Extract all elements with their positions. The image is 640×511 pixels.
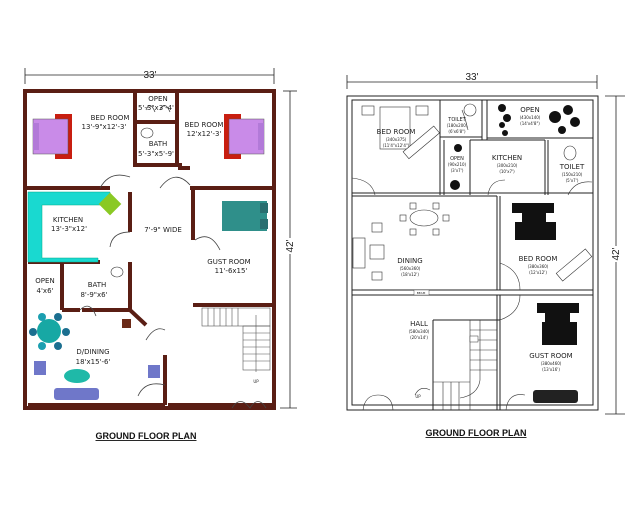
room-label-toilet-1: TOILET — [447, 117, 466, 123]
outer-wall — [346, 95, 599, 411]
width-dim-label: 33' — [465, 72, 478, 83]
room-label-toilet-2: TOILET — [559, 163, 585, 171]
room-label-bath: BATH — [88, 281, 107, 289]
room-size-gust-room: 11'-6x15' — [215, 267, 248, 275]
room-size-cm-open-top: (430x140) — [520, 115, 541, 120]
staircase — [201, 307, 271, 372]
room-label-open-small: OPEN — [35, 277, 54, 285]
sofa — [533, 390, 578, 403]
height-dim-label: 42' — [285, 239, 296, 252]
room-size-ft-toilet-2: (5'x7') — [566, 178, 579, 183]
room-label-hall: HALL — [410, 320, 428, 328]
bed-left — [32, 114, 72, 159]
left-floor-plan: 33' 42' — [23, 68, 297, 441]
room-size-ft-dining: (18'x12') — [401, 272, 419, 277]
doors — [351, 109, 593, 411]
room-size-dining: 18'x15'-6' — [76, 358, 111, 366]
room-size-ft-open-top: (14'x4'8") — [520, 121, 540, 126]
room-label-kitchen: KITCHEN — [492, 154, 522, 162]
room-size-cm-hall: (580x340) — [409, 329, 430, 334]
inner-walls — [27, 91, 272, 407]
room-size-cm-bed-room-2: (380x360) — [528, 264, 549, 269]
outer-wall-inner — [351, 99, 594, 406]
right-floor-plan: 33' 42' — [346, 72, 625, 438]
room-label-open-small: OPEN — [450, 156, 464, 162]
room-label-gust-room: GUST ROOM — [207, 258, 250, 266]
beam-label: BEAM — [417, 291, 426, 295]
room-label-bed-room-2: BED ROOM — [519, 255, 558, 263]
dining-table — [29, 313, 70, 350]
room-size-open-top: 5'-3"x3'-4' — [138, 104, 174, 112]
room-label-open-top: OPEN — [148, 95, 167, 103]
coffee-table — [64, 369, 90, 383]
room-size-bath: 8'-9"x6' — [80, 291, 107, 299]
column — [122, 319, 131, 328]
room-label-open-top: OPEN — [520, 106, 539, 114]
room-size-ft-toilet-1: (6'x6'8") — [448, 129, 466, 134]
sink-icon — [469, 335, 479, 343]
armchair — [148, 365, 160, 378]
kitchen-sink-icon — [98, 192, 122, 216]
room-label-dining: DINING — [397, 257, 422, 265]
height-dimension: 42' — [605, 95, 625, 415]
plan-title-right: GROUND FLOOR PLAN — [426, 428, 527, 438]
inner-walls — [352, 100, 593, 410]
room-label-bed-room-1: BED ROOM — [91, 114, 130, 122]
toilet-icon — [140, 127, 154, 139]
toilet-icon — [463, 103, 477, 117]
outer-wall — [23, 89, 276, 410]
room-label-bath-top: BATH — [149, 140, 168, 148]
sofa — [54, 388, 99, 400]
plan-title-left: GROUND FLOOR PLAN — [96, 431, 197, 441]
toilet-icon — [563, 145, 577, 161]
width-dimension: 33' — [24, 68, 275, 84]
width-dim-label: 33' — [143, 70, 156, 81]
dining-table — [352, 202, 450, 281]
toilet-icon — [110, 266, 124, 278]
room-size-cm-dining: (560x360) — [400, 266, 421, 271]
room-size-ft-bed-room-2: (12'x12') — [529, 270, 547, 275]
room-label-bed-room-1: BED ROOM — [377, 128, 416, 136]
room-size-cm-toilet-2: (150x210) — [562, 172, 583, 177]
doors — [79, 105, 267, 409]
height-dim-label: 42' — [611, 247, 622, 260]
room-size-bed-room-2: 12'x12'-3' — [187, 130, 222, 138]
staircase — [433, 320, 497, 410]
armchair — [34, 361, 46, 375]
room-size-kitchen: 13'-3"x12' — [51, 225, 87, 233]
bed-room-2-bed — [512, 203, 593, 282]
room-size-cm-kitchen: (300x210) — [497, 163, 518, 168]
bed-gust-room — [222, 201, 268, 231]
bed-room-1-bed — [361, 105, 440, 160]
room-size-ft-kitchen: (10'x7') — [499, 169, 515, 174]
width-dimension: 33' — [346, 72, 598, 89]
room-size-ft-hall: (20'x14') — [410, 335, 428, 340]
room-size-cm-gust-room: (380x460) — [541, 361, 562, 366]
bed-right — [224, 114, 265, 159]
room-size-ft-gust-room: (13'x16') — [542, 367, 560, 372]
stair-up-label: UP — [415, 394, 421, 399]
room-size-ft-bed-room-1: (11'4"x12'4") — [383, 143, 410, 148]
room-label-bed-room-2: BED ROOM — [185, 121, 224, 129]
room-size-cm-bed-room-1: (340x375) — [386, 137, 407, 142]
room-label-dining: D/DINING — [76, 348, 109, 356]
room-size-bed-room-1: 13'-9"x12'-3' — [82, 123, 127, 131]
plants — [450, 104, 580, 190]
room-size-bath-top: 5'-3"x5'-9' — [138, 150, 174, 158]
room-size-ft-open-small: (3'x7') — [451, 168, 464, 173]
room-size-cm-toilet-1: (180x200) — [447, 123, 468, 128]
beam-tag — [413, 289, 430, 296]
room-size-cm-open-small: (90x210) — [448, 162, 467, 167]
corridor-width-label: 7'-9" WIDE — [144, 226, 182, 234]
height-dimension: 42' — [280, 90, 297, 409]
gust-room-bed — [533, 303, 579, 403]
room-size-open-small: 4'x6' — [37, 287, 54, 295]
room-label-kitchen: KITCHEN — [53, 216, 83, 224]
room-label-gust-room: GUST ROOM — [529, 352, 572, 360]
stair-up-label: UP — [253, 379, 259, 384]
